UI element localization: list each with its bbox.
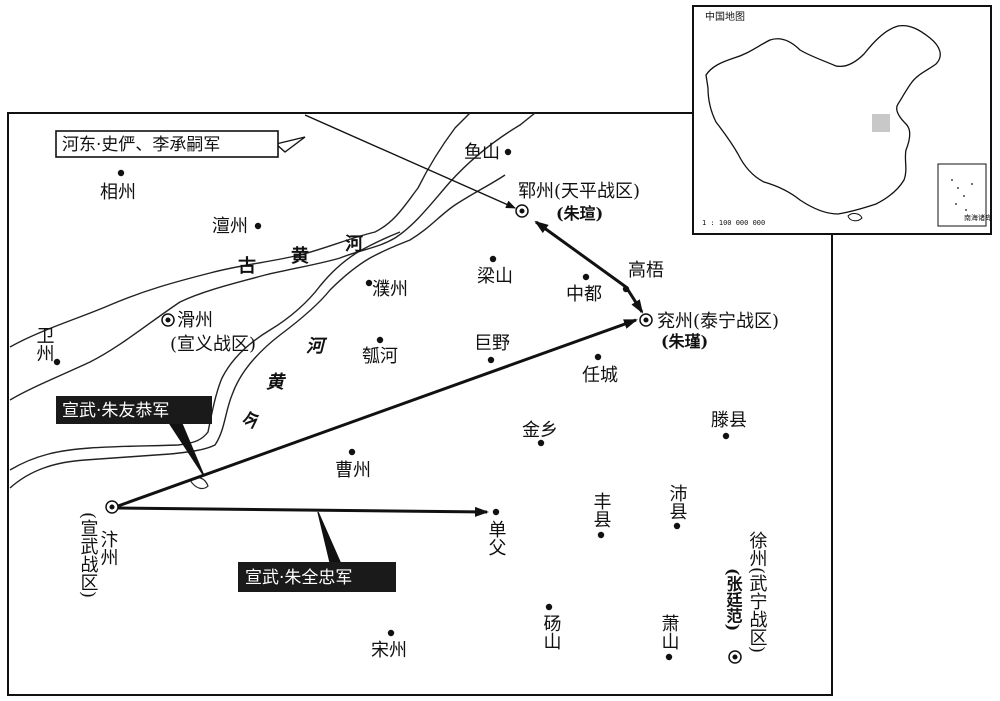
xiangzhou-dot — [117, 169, 125, 177]
huazhou-marker — [161, 313, 175, 327]
tengxian-dot — [722, 432, 730, 440]
yushan-dot — [504, 148, 512, 156]
vertical-labels: 卫州 汴州 (宣武战区) 单父 丰县 沛县 徐州(武宁战区) (张廷范) 砀山 … — [34, 326, 768, 653]
yunzhou-marker — [515, 204, 529, 218]
yunzhou-label: 郓州(天平战区) — [518, 181, 640, 202]
zhu-quanzhong-callout: 宣武·朱全忠军 — [238, 562, 396, 592]
songzhou-label: 宋州 — [371, 640, 407, 661]
bianzhou-label: 汴州 — [98, 530, 119, 566]
jinxiang-dot — [537, 439, 545, 447]
fengxian-label: 丰县 — [591, 492, 612, 528]
xuzhou-general-label: (张廷范) — [724, 568, 744, 631]
old-yellow-river — [9, 112, 536, 401]
dangshan-label: 砀山 — [541, 614, 562, 650]
puzhou-label: 濮州 — [372, 279, 408, 300]
hedong-army-label: 河东·史俨、李承嗣军 — [62, 135, 220, 155]
inset-scale: 1 : 100 000 000 — [702, 219, 765, 227]
south-sea-inset — [937, 163, 987, 227]
gaowu-dot — [622, 285, 630, 293]
old-yellow-river-label: 古 黄 河 — [238, 234, 363, 277]
juye-dot — [487, 356, 495, 364]
hedong-army-callout: 河东·史俨、李承嗣军 — [55, 130, 279, 158]
zhu-yougong-callout: 宣武·朱友恭军 — [56, 396, 212, 424]
zhongdu-dot — [582, 273, 590, 281]
china-outline — [705, 24, 941, 215]
xiaoshan-label: 萧山 — [659, 614, 680, 650]
yanzhou-general-label: (朱瑾) — [661, 332, 708, 351]
bianzhou-marker — [105, 500, 119, 514]
hedong-army-route — [304, 114, 516, 209]
inset-map: 中国地图 1 : 100 000 000 南海诸岛 — [692, 5, 992, 235]
bianzhou-zone-label: (宣武战区) — [78, 512, 99, 598]
huazhou-zone-label: (宣义战区) — [170, 334, 256, 355]
zhongdu-label: 中都 — [566, 284, 602, 305]
shanfu-dot — [492, 508, 500, 516]
xuzhou-marker — [728, 650, 742, 664]
zhu-quanzhong-route — [117, 506, 489, 517]
huhe-label: 瓠河 — [362, 346, 398, 367]
region-highlight — [872, 114, 890, 132]
yunzhou-general-label: (朱瑄) — [556, 204, 603, 223]
juye-label: 巨野 — [474, 333, 510, 354]
liangshan-label: 梁山 — [477, 266, 513, 287]
xiangzhou-label: 相州 — [100, 182, 136, 203]
huhe-dot — [376, 336, 384, 344]
zhu-yougong-label: 宣武·朱友恭军 — [62, 401, 169, 421]
current-river-char-3: 河 — [306, 336, 328, 357]
yanzhou-marker — [639, 313, 653, 327]
fengxian-dot — [597, 531, 605, 539]
tengxian-label: 滕县 — [711, 410, 747, 431]
xiaoshan-dot — [665, 653, 673, 661]
south-sea-islands — [951, 179, 973, 211]
puzhou-dot — [365, 279, 373, 287]
place-labels: 鱼山 相州 郓州(天平战区) (朱瑄) 澶州 梁山 高梧 中都 滑州 (宣义战区… — [100, 142, 779, 661]
peixian-dot — [673, 522, 681, 530]
chanzhou-dot — [254, 222, 262, 230]
caozhou-label: 曹州 — [335, 460, 371, 481]
peixian-label: 沛县 — [667, 484, 688, 520]
dangshan-dot — [545, 603, 553, 611]
gaowu-routes — [534, 220, 644, 314]
place-markers — [53, 148, 730, 661]
old-river-char-1: 古 — [238, 255, 256, 277]
weizhou-dot — [53, 358, 61, 366]
xuzhou-label: 徐州(武宁战区) — [747, 531, 768, 653]
jinxiang-label: 金乡 — [522, 420, 558, 441]
inset-title: 中国地图 — [705, 10, 745, 23]
caozhou-dot — [348, 448, 356, 456]
huazhou-label: 滑州 — [177, 310, 213, 331]
current-river-char-2: 黄 — [266, 372, 287, 393]
old-river-char-2: 黄 — [291, 245, 309, 267]
weizhou-label: 卫州 — [34, 326, 55, 362]
south-sea-label: 南海诸岛 — [964, 213, 992, 222]
rencheng-dot — [594, 353, 602, 361]
old-river-char-3: 河 — [345, 234, 363, 255]
chanzhou-label: 澶州 — [212, 216, 248, 237]
shanfu-label: 单父 — [486, 520, 507, 556]
liangshan-dot — [489, 255, 497, 263]
yushan-label: 鱼山 — [464, 142, 500, 163]
songzhou-dot — [387, 629, 395, 637]
rencheng-label: 任城 — [582, 365, 618, 386]
capital-markers — [105, 204, 742, 664]
zhu-quanzhong-label: 宣武·朱全忠军 — [245, 568, 352, 588]
gaowu-label: 高梧 — [628, 260, 664, 281]
yanzhou-label: 兖州(泰宁战区) — [657, 311, 779, 332]
